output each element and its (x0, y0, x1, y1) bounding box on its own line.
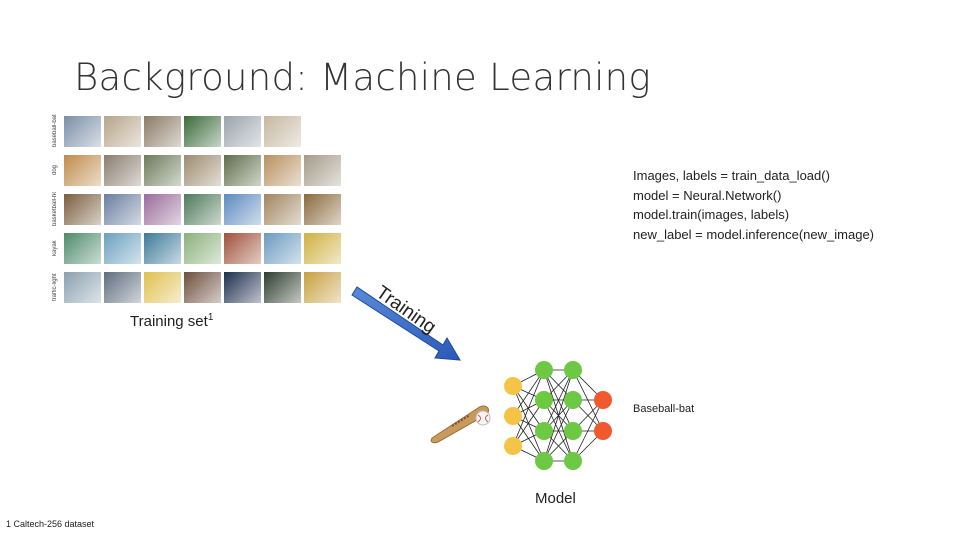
neural-network-diagram (504, 361, 612, 470)
nn-node (504, 407, 522, 425)
code-line: new_label = model.inference(new_image) (633, 226, 875, 242)
nn-edge (512, 369, 545, 417)
dataset-thumbnail (64, 116, 101, 147)
dataset-thumbnail (304, 272, 341, 303)
dataset-thumbnail (224, 272, 261, 303)
nn-edge (543, 399, 574, 462)
nn-node (594, 422, 612, 440)
dataset-thumbnail (64, 194, 101, 225)
nn-edge (572, 399, 604, 462)
dataset-thumbnail (64, 155, 101, 186)
code-line: Images, labels = train_data_load() (633, 168, 830, 183)
nn-node (535, 452, 553, 470)
nn-node (535, 361, 553, 379)
dataset-thumbnail (104, 233, 141, 264)
dataset-thumbnail (104, 272, 141, 303)
code-line: model = Neural.Network() (633, 187, 782, 203)
dataset-thumbnail (224, 116, 261, 147)
dataset-row: baseball-bat (52, 114, 302, 148)
footnote: 1 Caltech-256 dataset (6, 519, 95, 529)
dataset-thumbnail (144, 194, 181, 225)
dataset-thumbnail (224, 155, 261, 186)
nn-edge (572, 369, 604, 432)
training-label: Training (371, 282, 440, 339)
output-label: Baseball-bat (633, 403, 695, 415)
dataset-row: traffic-light (52, 270, 341, 304)
dataset-thumbnail (184, 272, 221, 303)
nn-node (564, 452, 582, 470)
nn-node (504, 377, 522, 395)
dataset-thumbnail (224, 233, 261, 264)
nn-node (594, 391, 612, 409)
dataset-row: kayak (52, 231, 341, 265)
code-block: Images, labels = train_data_load() model… (633, 166, 874, 244)
row-label: baseball-bat (52, 114, 58, 148)
training-set-label: Training set1 (130, 312, 213, 330)
nn-node (535, 422, 553, 440)
nn-node (504, 437, 522, 455)
dataset-thumbnail (104, 116, 141, 147)
baseball-bat-icon (430, 405, 491, 444)
dataset-row: dog (52, 153, 341, 187)
training-set-text: Training set (130, 313, 208, 330)
row-label: basketball-hoop (52, 192, 58, 226)
row-label: kayak (52, 240, 58, 256)
dataset-thumbnail (304, 233, 341, 264)
dataset-thumbnail (144, 272, 181, 303)
code-line: model.train(images, labels) (633, 207, 790, 222)
dataset-thumbnail (304, 194, 341, 225)
dataset-thumbnail (144, 155, 181, 186)
dataset-thumbnail (104, 155, 141, 186)
dataset-thumbnail (64, 233, 101, 264)
nn-node (564, 391, 582, 409)
dataset-thumbnail (144, 116, 181, 147)
dataset-thumbnail (264, 272, 301, 303)
dataset-row: basketball-hoop (52, 192, 341, 226)
nn-edge (543, 369, 574, 462)
dataset-thumbnail (184, 233, 221, 264)
dataset-thumbnail (264, 155, 301, 186)
nn-edge (543, 369, 574, 432)
row-label: dog (52, 165, 58, 176)
nn-edge (512, 369, 545, 447)
nn-node (564, 361, 582, 379)
dataset-thumbnail (264, 233, 301, 264)
dataset-thumbnail (264, 116, 301, 147)
dataset-thumbnail (64, 272, 101, 303)
dataset-thumbnail (224, 194, 261, 225)
dataset-thumbnail (104, 194, 141, 225)
nn-node (535, 391, 553, 409)
dataset-thumbnail (264, 194, 301, 225)
dataset-thumbnail (184, 155, 221, 186)
dataset-thumbnail (144, 233, 181, 264)
dataset-thumbnail (184, 194, 221, 225)
nn-edge (512, 399, 545, 447)
dataset-image-grid: baseball-bat dog basketball-hoop kayak traff… (52, 114, 341, 304)
footnote-marker: 1 (207, 312, 214, 323)
nn-node (564, 422, 582, 440)
row-label: traffic-light (52, 273, 58, 301)
slide-title: Background: Machine Learning (74, 56, 651, 99)
dataset-thumbnail (304, 155, 341, 186)
model-label: Model (535, 490, 576, 507)
dataset-thumbnail (184, 116, 221, 147)
